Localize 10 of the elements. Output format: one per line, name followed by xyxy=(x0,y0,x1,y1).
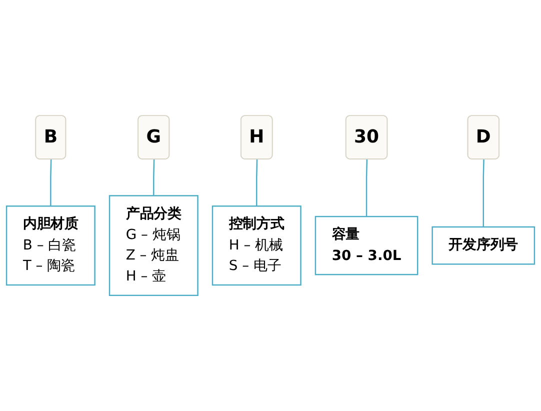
connector xyxy=(256,159,258,206)
node-box: 容量 30 – 3.0L xyxy=(314,216,418,276)
connector xyxy=(366,159,368,217)
node-box: 控制方式 H – 机械 S – 电子 xyxy=(212,206,302,286)
connector xyxy=(482,159,484,227)
node-box: 开发序列号 xyxy=(432,226,536,265)
connector xyxy=(153,159,155,196)
connector xyxy=(50,159,52,206)
node-box: 内胆材质 B – 白瓷 T – 陶瓷 xyxy=(6,206,96,286)
node-box: 产品分类 G – 炖锅 Z – 炖盅 H – 壶 xyxy=(108,195,198,296)
